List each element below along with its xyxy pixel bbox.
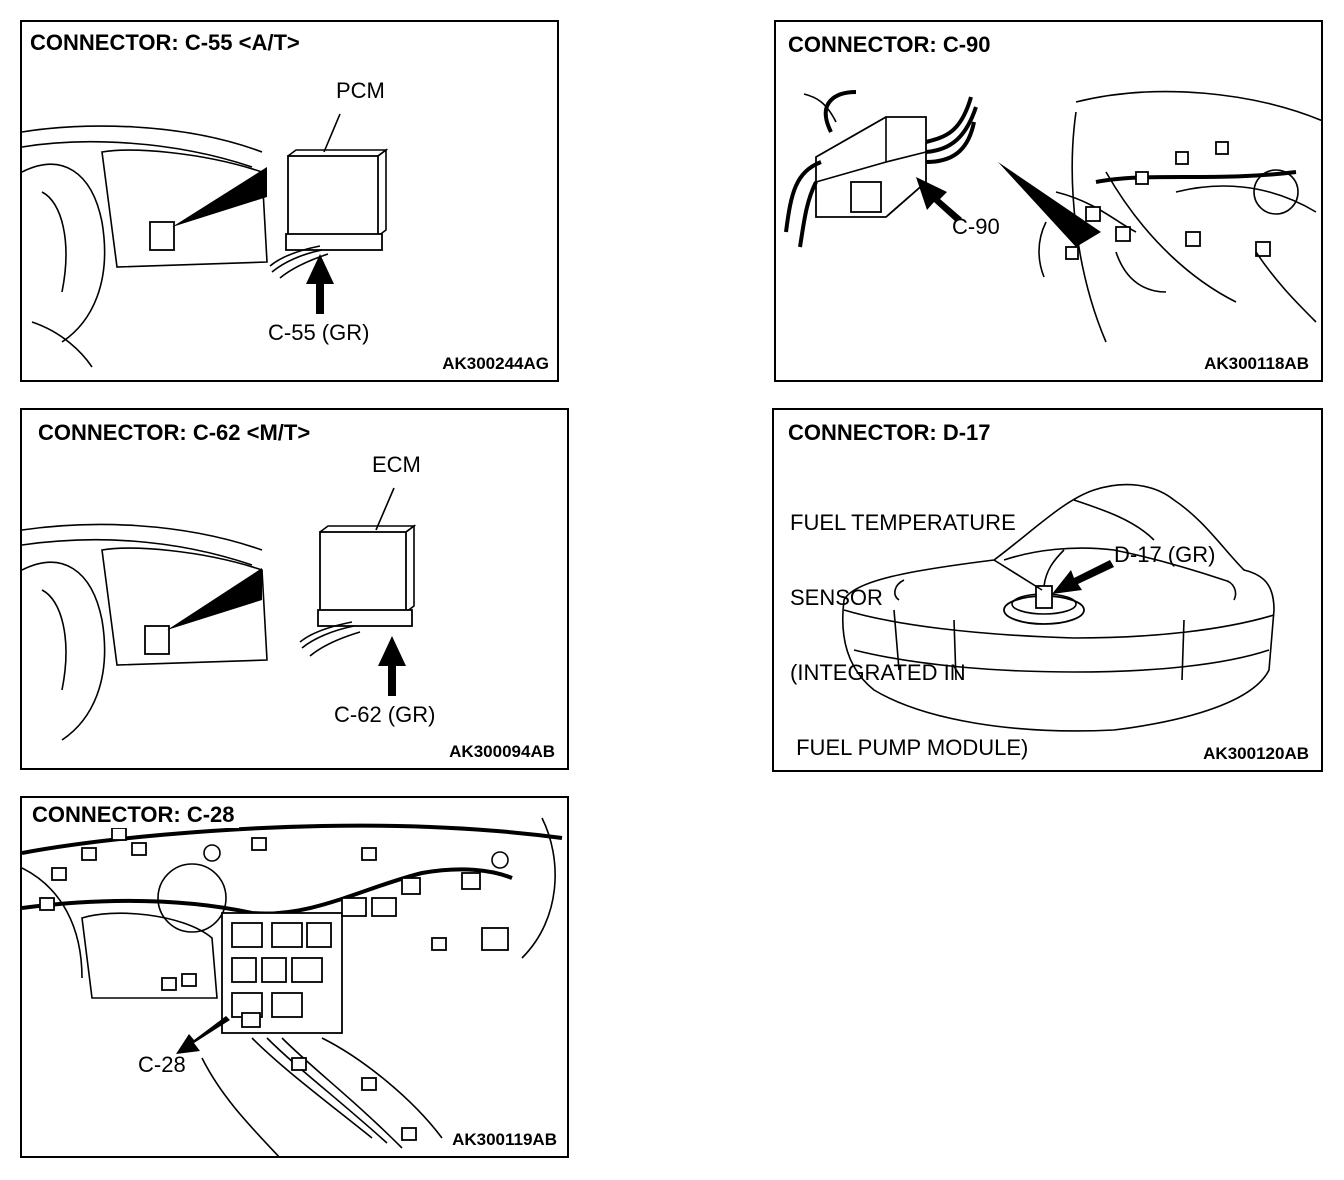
- figure-code: AK300244AG: [442, 354, 549, 373]
- sensor-label-line: (INTEGRATED IN: [790, 660, 966, 685]
- figure-code: AK300118AB: [1204, 354, 1309, 373]
- connector-label: C-90: [952, 214, 1000, 239]
- c90-illustration: [784, 90, 1321, 343]
- panel-title: CONNECTOR: D-17: [788, 420, 991, 445]
- figure-code: AK300119AB: [452, 1130, 557, 1150]
- panel-title: CONNECTOR: C-90: [788, 32, 991, 57]
- panel-title: CONNECTOR: C-55 <A/T>: [30, 30, 300, 55]
- sensor-label: FUEL TEMPERATURE SENSOR (INTEGRATED IN F…: [790, 460, 1029, 770]
- c62-illustration: [22, 487, 417, 741]
- sensor-label-line: FUEL PUMP MODULE): [790, 735, 1029, 760]
- panel-connector-c62: CONNECTOR: C-62 <M/T> ECM C-62 (GR) AK30…: [20, 408, 569, 770]
- figure-code: AK300094AB: [449, 742, 555, 761]
- sensor-label-line: FUEL TEMPERATURE: [790, 510, 1016, 535]
- connector-label: C-28: [138, 1052, 186, 1077]
- c28-illustration: [22, 817, 563, 1156]
- panel-title: CONNECTOR: C-28: [32, 802, 239, 828]
- panel-connector-c55: CONNECTOR: C-55 <A/T> PCM C-55 (GR) AK30…: [20, 20, 559, 382]
- panel-connector-c28: CONNECTOR: C-28 C-28 AK300119AB: [20, 796, 569, 1158]
- sensor-label-line: SENSOR: [790, 585, 883, 610]
- connector-label: C-55 (GR): [268, 320, 370, 345]
- connector-label: C-62 (GR): [334, 702, 436, 727]
- ecm-label: ECM: [372, 452, 421, 477]
- connector-label: D-17 (GR): [1114, 542, 1216, 567]
- panel-connector-d17: CONNECTOR: D-17 FUEL TEMPERATURE SENSOR …: [772, 408, 1323, 772]
- panel-connector-c90: CONNECTOR: C-90 C-90 AK300118AB: [774, 20, 1323, 382]
- c55-illustration: [22, 113, 389, 368]
- panel-title: CONNECTOR: C-62 <M/T>: [38, 420, 311, 445]
- figure-code: AK300120AB: [1203, 744, 1309, 763]
- d17-illustration: [841, 483, 1275, 732]
- pcm-label: PCM: [336, 78, 385, 103]
